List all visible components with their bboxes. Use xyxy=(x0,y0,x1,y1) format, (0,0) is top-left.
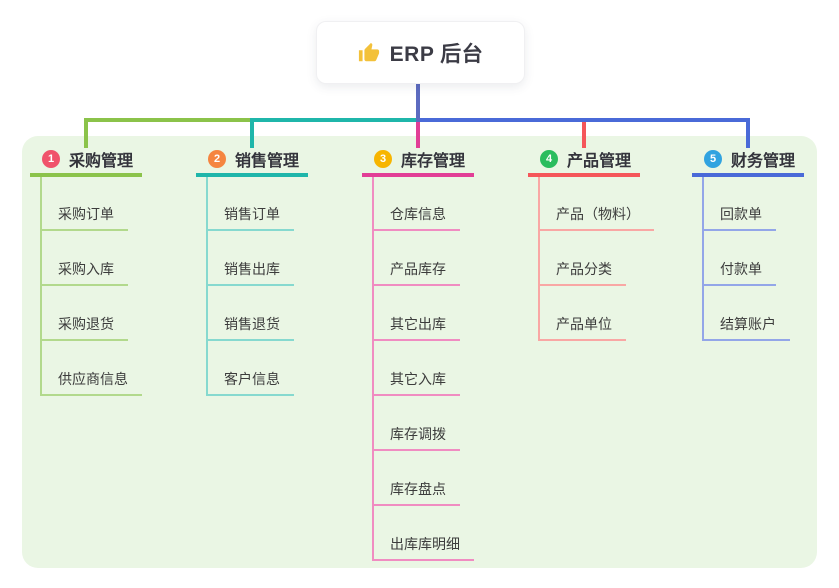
branch-children: 采购订单采购入库采购退货供应商信息 xyxy=(30,177,190,397)
child-node-label: 结算账户 xyxy=(720,316,776,332)
child-node[interactable]: 供应商信息 xyxy=(30,342,190,397)
branch-product: 4 产品管理 产品（物料） 产品分类产品单位 xyxy=(528,148,688,342)
child-node[interactable]: 采购退货 xyxy=(30,287,190,342)
child-node-label: 采购退货 xyxy=(58,316,114,332)
child-node-label: 产品单位 xyxy=(556,316,612,332)
root-node[interactable]: ERP 后台 xyxy=(316,21,525,84)
branch-title-sales[interactable]: 2 销售管理 xyxy=(196,148,308,177)
branch-label: 产品管理 xyxy=(567,152,632,170)
child-node[interactable]: 结算账户 xyxy=(692,287,839,342)
branch-label: 财务管理 xyxy=(731,152,796,170)
child-node[interactable]: 产品库存 xyxy=(362,232,522,287)
branch-children: 仓库信息产品库存其它出库其它入库库存调拨库存盘点出库库明细 xyxy=(362,177,522,562)
child-node-label: 产品（物料） xyxy=(556,206,640,222)
branch-label: 采购管理 xyxy=(69,152,134,170)
child-node[interactable]: 采购入库 xyxy=(30,232,190,287)
child-node-label: 付款单 xyxy=(720,261,762,277)
child-node[interactable]: 采购订单 xyxy=(30,177,190,232)
child-node[interactable]: 库存调拨 xyxy=(362,397,522,452)
child-node-underline: 客户信息 xyxy=(206,369,294,396)
child-node-label: 出库库明细 xyxy=(390,536,460,552)
child-node[interactable]: 产品单位 xyxy=(528,287,688,342)
child-node-label: 销售出库 xyxy=(224,261,280,277)
branch-children: 销售订单销售出库销售退货客户信息 xyxy=(196,177,356,397)
child-node-label: 库存盘点 xyxy=(390,481,446,497)
child-node-label: 其它入库 xyxy=(390,371,446,387)
branch-children: 回款单付款单结算账户 xyxy=(692,177,839,342)
branch-label: 库存管理 xyxy=(401,152,466,170)
child-node-underline: 付款单 xyxy=(702,259,776,286)
child-node[interactable]: 付款单 xyxy=(692,232,839,287)
branch-number-badge: 2 xyxy=(208,149,226,168)
branch-number-badge: 5 xyxy=(704,149,722,168)
thumbs-up-icon xyxy=(358,42,380,64)
branch-title-purchase[interactable]: 1 采购管理 xyxy=(30,148,142,177)
child-node-label: 库存调拨 xyxy=(390,426,446,442)
child-node[interactable]: 客户信息 xyxy=(196,342,356,397)
child-node-underline: 库存盘点 xyxy=(372,479,460,506)
child-node[interactable]: 回款单 xyxy=(692,177,839,232)
branch-number-badge: 3 xyxy=(374,149,392,168)
branch-sales: 2 销售管理 销售订单销售出库销售退货客户信息 xyxy=(196,148,356,397)
child-node-label: 销售订单 xyxy=(224,206,280,222)
child-node[interactable]: 仓库信息 xyxy=(362,177,522,232)
child-node[interactable]: 销售退货 xyxy=(196,287,356,342)
child-node[interactable]: 销售出库 xyxy=(196,232,356,287)
child-node-underline: 出库库明细 xyxy=(372,534,474,561)
branch-purchase: 1 采购管理 采购订单采购入库采购退货供应商信息 xyxy=(30,148,190,397)
child-node-underline: 采购入库 xyxy=(40,259,128,286)
child-node-label: 采购入库 xyxy=(58,261,114,277)
branch-number-badge: 4 xyxy=(540,149,558,168)
child-node-underline: 供应商信息 xyxy=(40,369,142,396)
branch-title-inventory[interactable]: 3 库存管理 xyxy=(362,148,474,177)
branch-title-finance[interactable]: 5 财务管理 xyxy=(692,148,804,177)
child-node-underline: 采购退货 xyxy=(40,314,128,341)
child-node-label: 产品库存 xyxy=(390,261,446,277)
child-node-label: 客户信息 xyxy=(224,371,280,387)
child-node-underline: 仓库信息 xyxy=(372,204,460,231)
branch-finance: 5 财务管理 回款单付款单结算账户 xyxy=(692,148,839,342)
child-node-underline: 产品分类 xyxy=(538,259,626,286)
child-node-underline: 销售出库 xyxy=(206,259,294,286)
branch-number-badge: 1 xyxy=(42,149,60,168)
branch-label: 销售管理 xyxy=(235,152,300,170)
branch-title-product[interactable]: 4 产品管理 xyxy=(528,148,640,177)
child-node-underline: 产品单位 xyxy=(538,314,626,341)
root-node-label: ERP 后台 xyxy=(389,42,484,66)
child-node-underline: 其它出库 xyxy=(372,314,460,341)
child-node-underline: 销售退货 xyxy=(206,314,294,341)
child-node-label: 仓库信息 xyxy=(390,206,446,222)
child-node-underline: 产品（物料） xyxy=(538,204,654,231)
branch-children: 产品（物料） 产品分类产品单位 xyxy=(528,177,688,342)
child-node-label: 采购订单 xyxy=(58,206,114,222)
child-node[interactable]: 其它入库 xyxy=(362,342,522,397)
child-node-underline: 采购订单 xyxy=(40,204,128,231)
branch-inventory: 3 库存管理 仓库信息产品库存其它出库其它入库库存调拨库存盘点出库库明细 xyxy=(362,148,522,562)
child-node-label: 产品分类 xyxy=(556,261,612,277)
child-node-label: 回款单 xyxy=(720,206,762,222)
child-node-label: 销售退货 xyxy=(224,316,280,332)
child-node-underline: 回款单 xyxy=(702,204,776,231)
map-panel xyxy=(22,136,817,568)
child-node-underline: 销售订单 xyxy=(206,204,294,231)
child-node[interactable]: 其它出库 xyxy=(362,287,522,342)
child-node[interactable]: 出库库明细 xyxy=(362,507,522,562)
child-node-label: 供应商信息 xyxy=(58,371,128,387)
child-node-underline: 结算账户 xyxy=(702,314,790,341)
child-node[interactable]: 产品（物料） xyxy=(528,177,688,232)
child-node-label: 其它出库 xyxy=(390,316,446,332)
child-node-underline: 其它入库 xyxy=(372,369,460,396)
child-node-underline: 产品库存 xyxy=(372,259,460,286)
child-node-underline: 库存调拨 xyxy=(372,424,460,451)
child-node[interactable]: 库存盘点 xyxy=(362,452,522,507)
child-node[interactable]: 产品分类 xyxy=(528,232,688,287)
child-node[interactable]: 销售订单 xyxy=(196,177,356,232)
